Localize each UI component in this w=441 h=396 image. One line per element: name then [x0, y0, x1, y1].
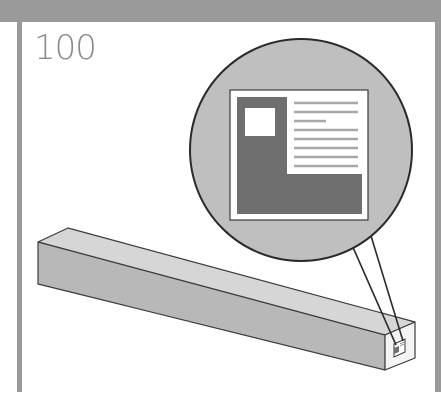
document-icon — [230, 90, 368, 220]
document-photo-box — [245, 108, 275, 136]
